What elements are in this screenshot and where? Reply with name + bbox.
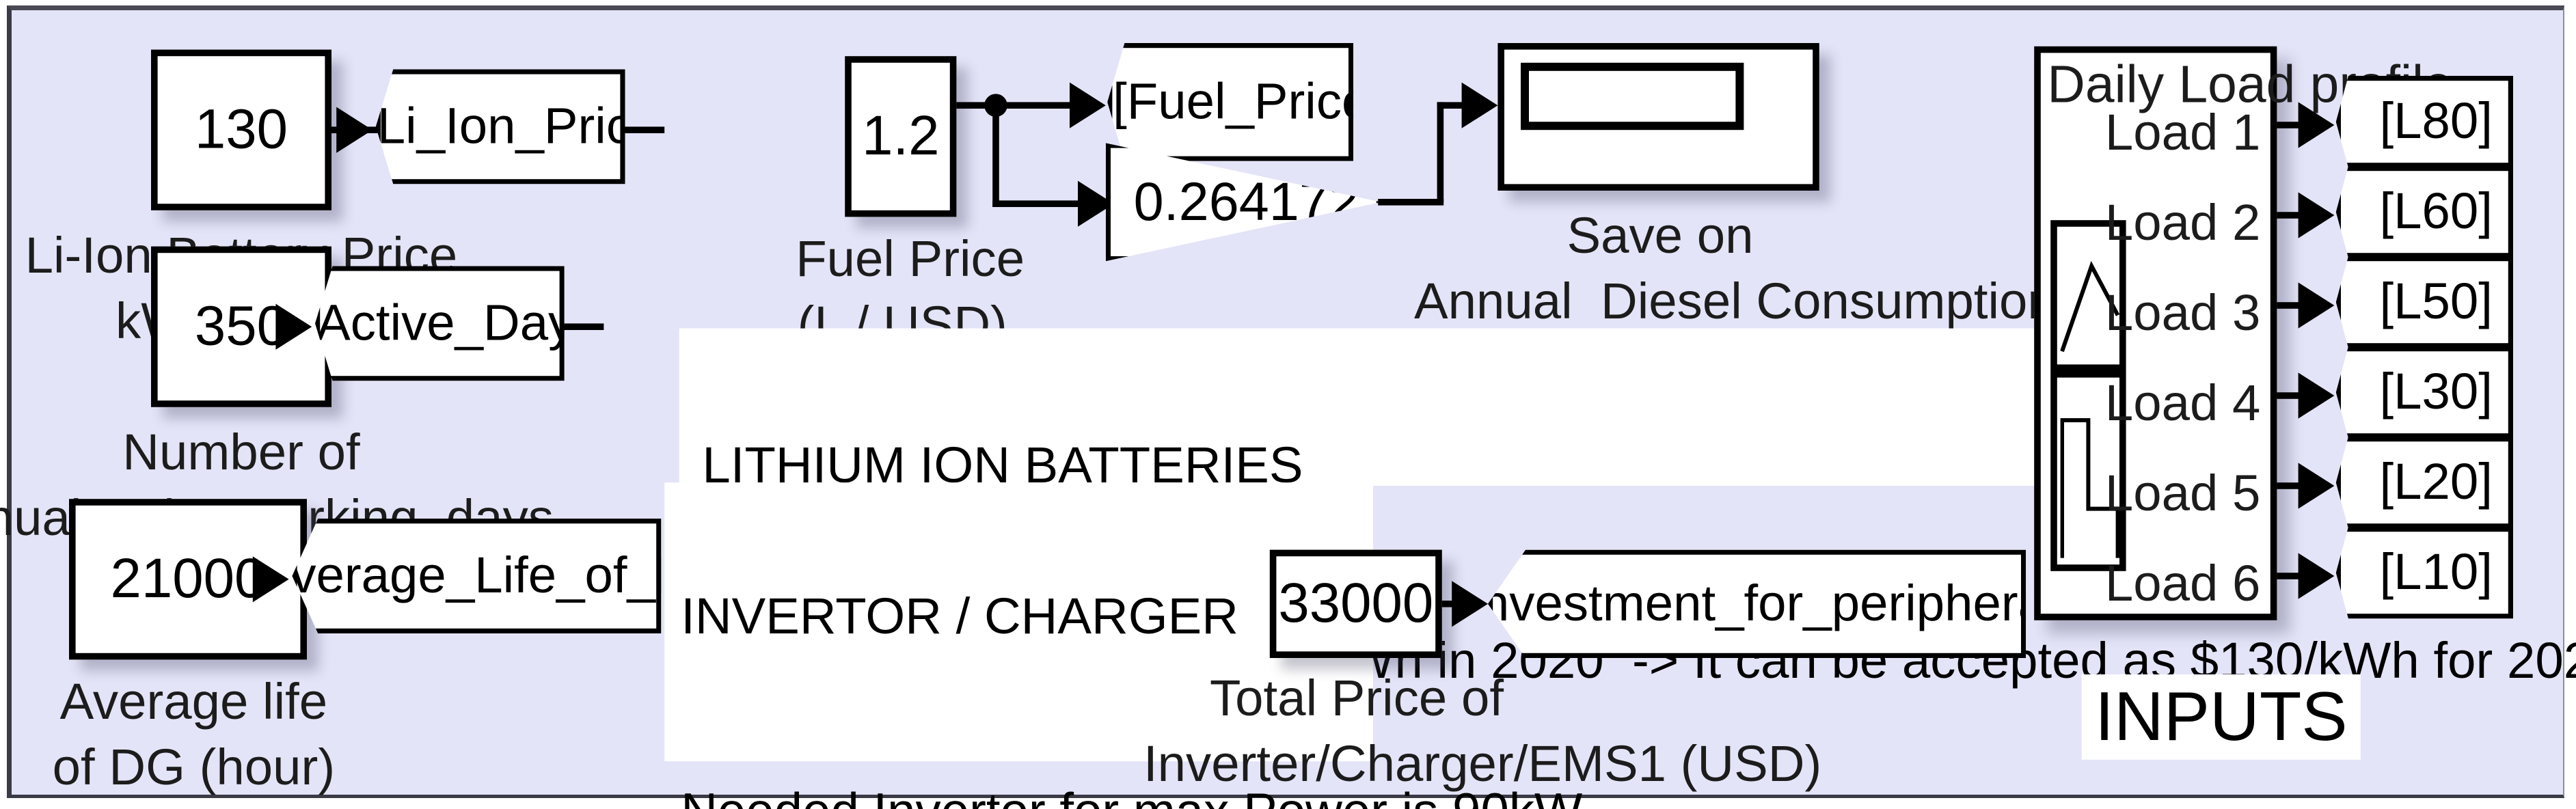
block-label-dg-life: Average life of DG (hour) <box>52 672 336 795</box>
constant-value-dg-life: 21000 <box>110 548 266 611</box>
goto-tag-active-days[interactable]: [Active_Days] <box>315 266 565 381</box>
goto-tag-fuel-price[interactable]: [Fuel_Price] <box>1107 43 1354 161</box>
wire-arrow-display-in <box>1461 82 1498 128</box>
wire-load-1 <box>2277 122 2314 128</box>
goto-tag-label-l10: [L10] <box>2379 543 2493 601</box>
goto-tag-label-peripherals: [Investment_for_peripherals] <box>1452 574 2098 632</box>
wire-load-5 <box>2277 482 2314 489</box>
wire-arrow-load-5 <box>2298 463 2335 509</box>
constant-value-fuel-price: 1.2 <box>862 105 940 168</box>
goto-tag-li-ion-price[interactable]: [Li_Ion_Price] <box>375 69 625 184</box>
goto-tag-l30[interactable]: [L30] <box>2335 346 2514 439</box>
goto-tag-l10[interactable]: [L10] <box>2335 527 2514 619</box>
port-label-load-6: Load 6 <box>2104 554 2261 612</box>
constant-value-peripherals: 33000 <box>1278 573 1434 635</box>
constant-value-active-days: 350 <box>194 295 288 358</box>
wire-arrow-li-ion <box>336 107 372 153</box>
wire-arrow-load-3 <box>2298 282 2335 329</box>
wire-arrow-load-4 <box>2298 372 2335 419</box>
goto-tag-label-li-ion-price: [Li_Ion_Price] <box>363 97 675 155</box>
wire-load-3 <box>2277 302 2314 309</box>
wire-arrow-load-1 <box>2298 102 2335 148</box>
wire-fuel-branch-to-gain <box>992 200 1108 207</box>
goto-tag-peripherals[interactable]: [Investment_for_peripherals] <box>1488 549 2026 659</box>
goto-tag-label-l80: [L80] <box>2379 92 2493 150</box>
goto-tag-label-dg-life: [Average_Life_of_DG] <box>243 546 746 604</box>
wire-arrow-load-2 <box>2298 192 2335 238</box>
model-window-frame: 130 [Li_Ion_Price] Li-Ion Battery Price … <box>0 5 2576 809</box>
goto-tag-l50[interactable]: [L50] <box>2335 256 2514 348</box>
waveform-step-icon <box>2050 371 2126 571</box>
goto-tag-l20[interactable]: [L20] <box>2335 437 2514 529</box>
port-label-load-2: Load 2 <box>2104 193 2261 251</box>
wire-arrow-peripherals <box>1452 581 1488 627</box>
constant-block-peripherals[interactable]: 33000 <box>1269 549 1442 659</box>
port-label-load-3: Load 3 <box>2104 284 2261 342</box>
inputs-caption: INPUTS <box>2081 674 2361 760</box>
goto-tag-label-active-days: [Active_Days] <box>302 294 614 352</box>
goto-tag-label-fuel-price: [Fuel_Price] <box>1113 72 1385 131</box>
wire-fuel-to-goto <box>956 102 1092 109</box>
wire-gain-to-display <box>1437 102 1444 202</box>
goto-tag-l80[interactable]: [L80] <box>2335 76 2514 168</box>
constant-block-fuel-price[interactable]: 1.2 <box>845 56 957 217</box>
waveform-peak-icon <box>2050 220 2126 371</box>
constant-block-li-ion-price[interactable]: 130 <box>151 49 332 210</box>
port-label-load-5: Load 5 <box>2104 464 2261 522</box>
wire-load-2 <box>2277 212 2314 219</box>
annotation-invertor-note: INVERTOR / CHARGER Needed Invertor for m… <box>664 482 1582 809</box>
goto-tag-label-l30: [L30] <box>2379 363 2493 420</box>
wire-arrow-dg-life <box>252 556 289 603</box>
annotation-lithium-note: LITHIUM ION BATTERIES Li-Ion Battery pri… <box>679 328 2576 689</box>
gain-value: 0.264172 <box>1133 171 1359 232</box>
annotation-invertor-line1: Needed Invertor for max Power is 90kW <box>681 773 1582 809</box>
goto-tag-label-l60: [L60] <box>2379 182 2493 240</box>
wire-arrow-active-days <box>275 303 312 350</box>
wire-load-4 <box>2277 392 2314 399</box>
goto-tag-dg-life[interactable]: [Average_Life_of_DG] <box>292 519 662 634</box>
wire-to-display <box>1437 102 1483 109</box>
goto-tag-l60[interactable]: [L60] <box>2335 166 2514 258</box>
wire-arrow-load-6 <box>2298 553 2335 599</box>
port-label-load-4: Load 4 <box>2104 374 2261 432</box>
goto-tag-label-l20: [L20] <box>2379 453 2493 510</box>
annotation-invertor-heading: INVERTOR / CHARGER <box>681 586 1239 644</box>
wire-load-6 <box>2277 573 2314 579</box>
display-block-readout-field <box>1521 62 1744 131</box>
constant-value-li-ion-price: 130 <box>194 98 288 161</box>
goto-tag-label-l50: [L50] <box>2379 273 2493 331</box>
block-label-peripherals: Total Price of Inverter/Charger/EMS1 (US… <box>1143 669 1822 793</box>
port-label-load-1: Load 1 <box>2104 103 2261 161</box>
wire-fuel-branch-down <box>992 102 999 207</box>
wire-gain-out <box>1378 199 1444 206</box>
wire-arrow-fuel-goto <box>1070 82 1106 128</box>
